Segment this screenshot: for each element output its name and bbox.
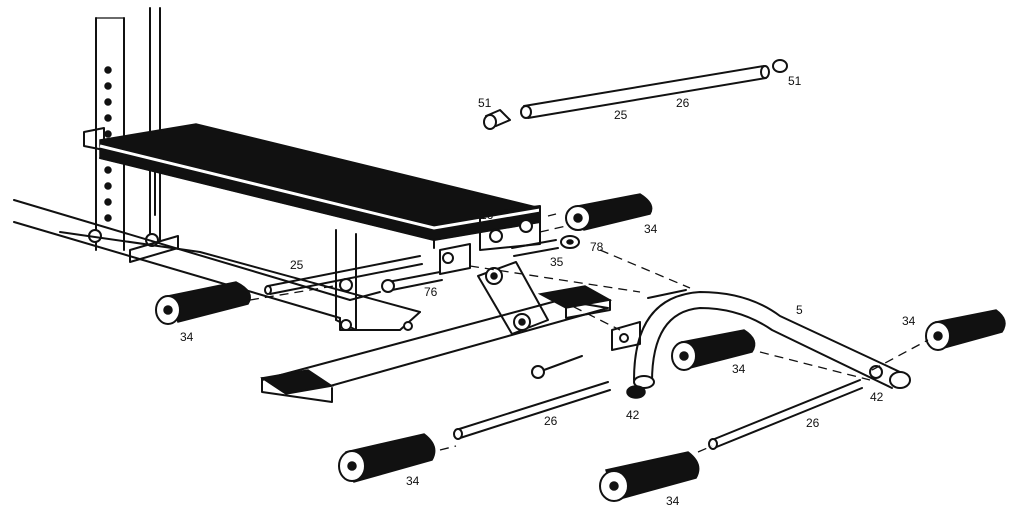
cap-51-left [483,109,511,130]
bench-pad [99,123,541,249]
label-51-left: 51 [478,96,492,110]
leg-tube-5 [611,289,911,389]
label-42-left: 42 [626,408,640,422]
front-leg-extension [260,285,613,403]
label-34-bottom-right: 34 [666,494,680,508]
small-bolt [531,355,583,379]
label-35: 35 [550,255,564,269]
assembly-lines [249,213,929,453]
washer-42-left [626,385,646,399]
pin-35 [511,239,559,257]
foam-roller-mid [671,329,756,371]
foam-roller-upper [565,193,653,231]
rod-25-rear [520,65,770,119]
washer-78 [560,235,580,249]
label-25-rear: 25 [614,108,628,122]
upright-post [83,7,161,251]
label-34-left: 34 [180,330,194,344]
label-25-front: 25 [290,258,304,272]
pin-76 [381,271,443,293]
label-42-right: 42 [870,390,884,404]
part-labels: 51 51 26 25 16 34 78 35 25 76 5 34 34 34… [180,74,916,508]
rod-26-right [708,379,863,450]
cap-51-right [772,59,788,73]
foam-roller-bottom-left [338,433,436,483]
label-34-mid: 34 [732,362,746,376]
label-76: 76 [424,285,438,299]
label-51-right: 51 [788,74,802,88]
foam-roller-left [155,281,251,325]
label-26-rear: 26 [676,96,690,110]
label-26-right: 26 [806,416,820,430]
rod-26-front [453,381,611,440]
base-frame [13,199,421,331]
rod-25-front [264,255,423,295]
foam-roller-bottom-right [599,451,700,502]
label-5: 5 [796,303,803,317]
foam-roller-right [925,309,1006,351]
label-34-upper: 34 [644,222,658,236]
label-34-right: 34 [902,314,916,328]
pivot-bracket [477,261,549,335]
label-34-bottom-left: 34 [406,474,420,488]
label-78: 78 [590,240,604,254]
label-16: 16 [480,208,494,222]
bench-support [335,205,541,331]
label-26-front: 26 [544,414,558,428]
